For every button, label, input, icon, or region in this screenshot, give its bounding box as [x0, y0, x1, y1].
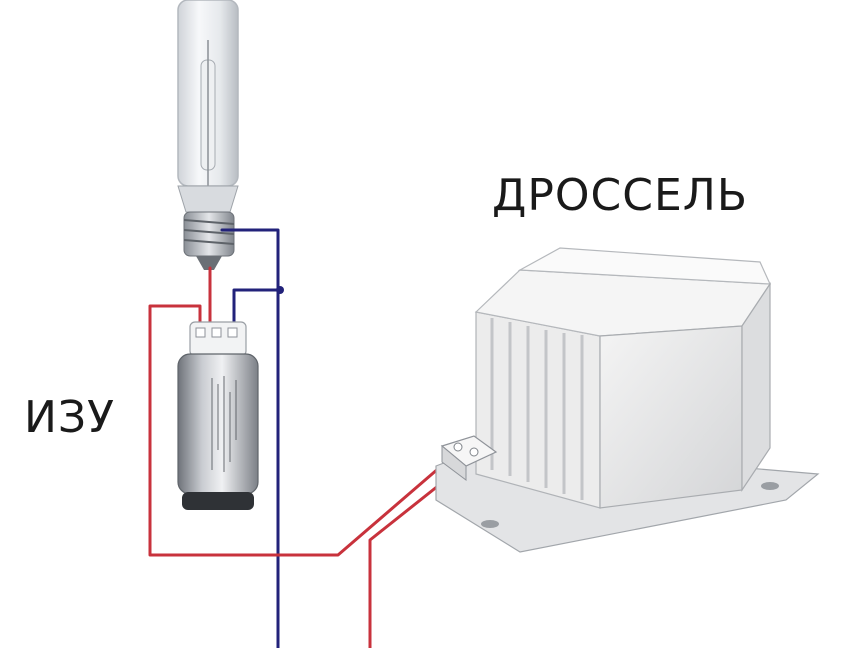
wire-junction — [276, 286, 284, 294]
wires — [148, 228, 450, 648]
wire-red-choke — [368, 476, 450, 648]
wire-blue-main — [220, 228, 280, 648]
lamp — [177, 0, 239, 270]
igniter-terminal-block — [189, 321, 247, 357]
igniter-label: ИЗУ — [24, 392, 115, 443]
wire-blue-igniter — [232, 288, 280, 324]
choke-label: ДРОССЕЛЬ — [492, 170, 749, 221]
choke-terminal-block — [440, 435, 498, 481]
lamp-neck — [177, 185, 239, 213]
igniter-base — [182, 492, 254, 510]
lamp-base — [183, 211, 235, 270]
igniter — [177, 321, 259, 510]
wire-red-loop — [148, 304, 448, 557]
choke — [435, 247, 820, 553]
choke-right-side — [741, 282, 771, 492]
choke-front — [599, 325, 743, 509]
